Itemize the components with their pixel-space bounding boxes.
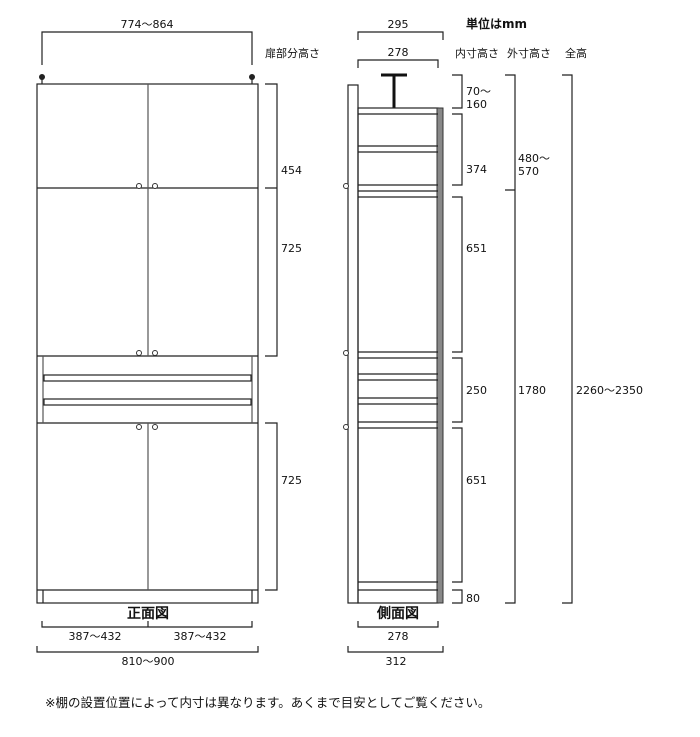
side-view-title: 側面図 (376, 605, 419, 622)
door-width-right: 387～432 (174, 630, 227, 643)
side-view: 295 278 単位はmm 内寸高さ 外寸高さ 全高 (343, 16, 643, 668)
total-width: 810～900 (122, 655, 175, 668)
door-width-left: 387～432 (69, 630, 122, 643)
side-depth-278-top: 278 (388, 46, 409, 59)
outer-height-top-max: 570 (518, 165, 539, 178)
footnote: ※棚の設置位置によって内寸は異なります。あくまで目安としてご覧ください。 (45, 695, 490, 710)
side-depth-312: 312 (386, 655, 407, 668)
outer-height-bracket (505, 74, 516, 604)
inner-height-250: 250 (466, 384, 487, 397)
back-panel (436, 107, 444, 604)
side-door-panel (347, 84, 359, 604)
inner-height-651-lower: 651 (466, 474, 487, 487)
open-shelf-2 (43, 398, 252, 406)
inner-height-374: 374 (466, 163, 487, 176)
inner-height-header: 内寸高さ (455, 46, 499, 60)
total-height-header: 全高 (565, 46, 587, 60)
tension-rod-icon (381, 73, 407, 108)
door-width-bracket (41, 621, 253, 628)
inner-height-top-max: 160 (466, 98, 487, 111)
inner-height-80: 80 (466, 592, 480, 605)
inner-height-brackets (452, 74, 463, 604)
total-height: 2260～2350 (576, 384, 643, 397)
total-height-bracket (562, 74, 573, 604)
front-width-top: 774～864 (121, 18, 174, 31)
open-shelf-1 (43, 374, 252, 382)
side-depth-295: 295 (388, 18, 409, 31)
door-height-upper: 454 (281, 164, 302, 177)
inner-height-651-upper: 651 (466, 242, 487, 255)
outer-height-1780: 1780 (518, 384, 546, 397)
front-view-title: 正面図 (127, 606, 169, 622)
outer-height-top-min: 480～ (518, 152, 550, 165)
door-height-header: 扉部分高さ (265, 46, 320, 60)
unit-label: 単位はmm (466, 16, 527, 31)
door-knobs (136, 183, 158, 430)
side-body (357, 107, 439, 604)
outer-height-header: 外寸高さ (507, 46, 551, 60)
door-height-lower: 725 (281, 474, 302, 487)
total-width-bracket (36, 646, 259, 653)
front-view: 774～864 扉部分高さ 454 725 725 正面図 387～432 (36, 18, 320, 668)
door-height-bracket (265, 83, 278, 357)
inner-height-top-min: 70～ (466, 85, 491, 98)
door-height-middle: 725 (281, 242, 302, 255)
side-depth-278-bottom: 278 (388, 630, 409, 643)
front-width-bracket (41, 31, 253, 65)
